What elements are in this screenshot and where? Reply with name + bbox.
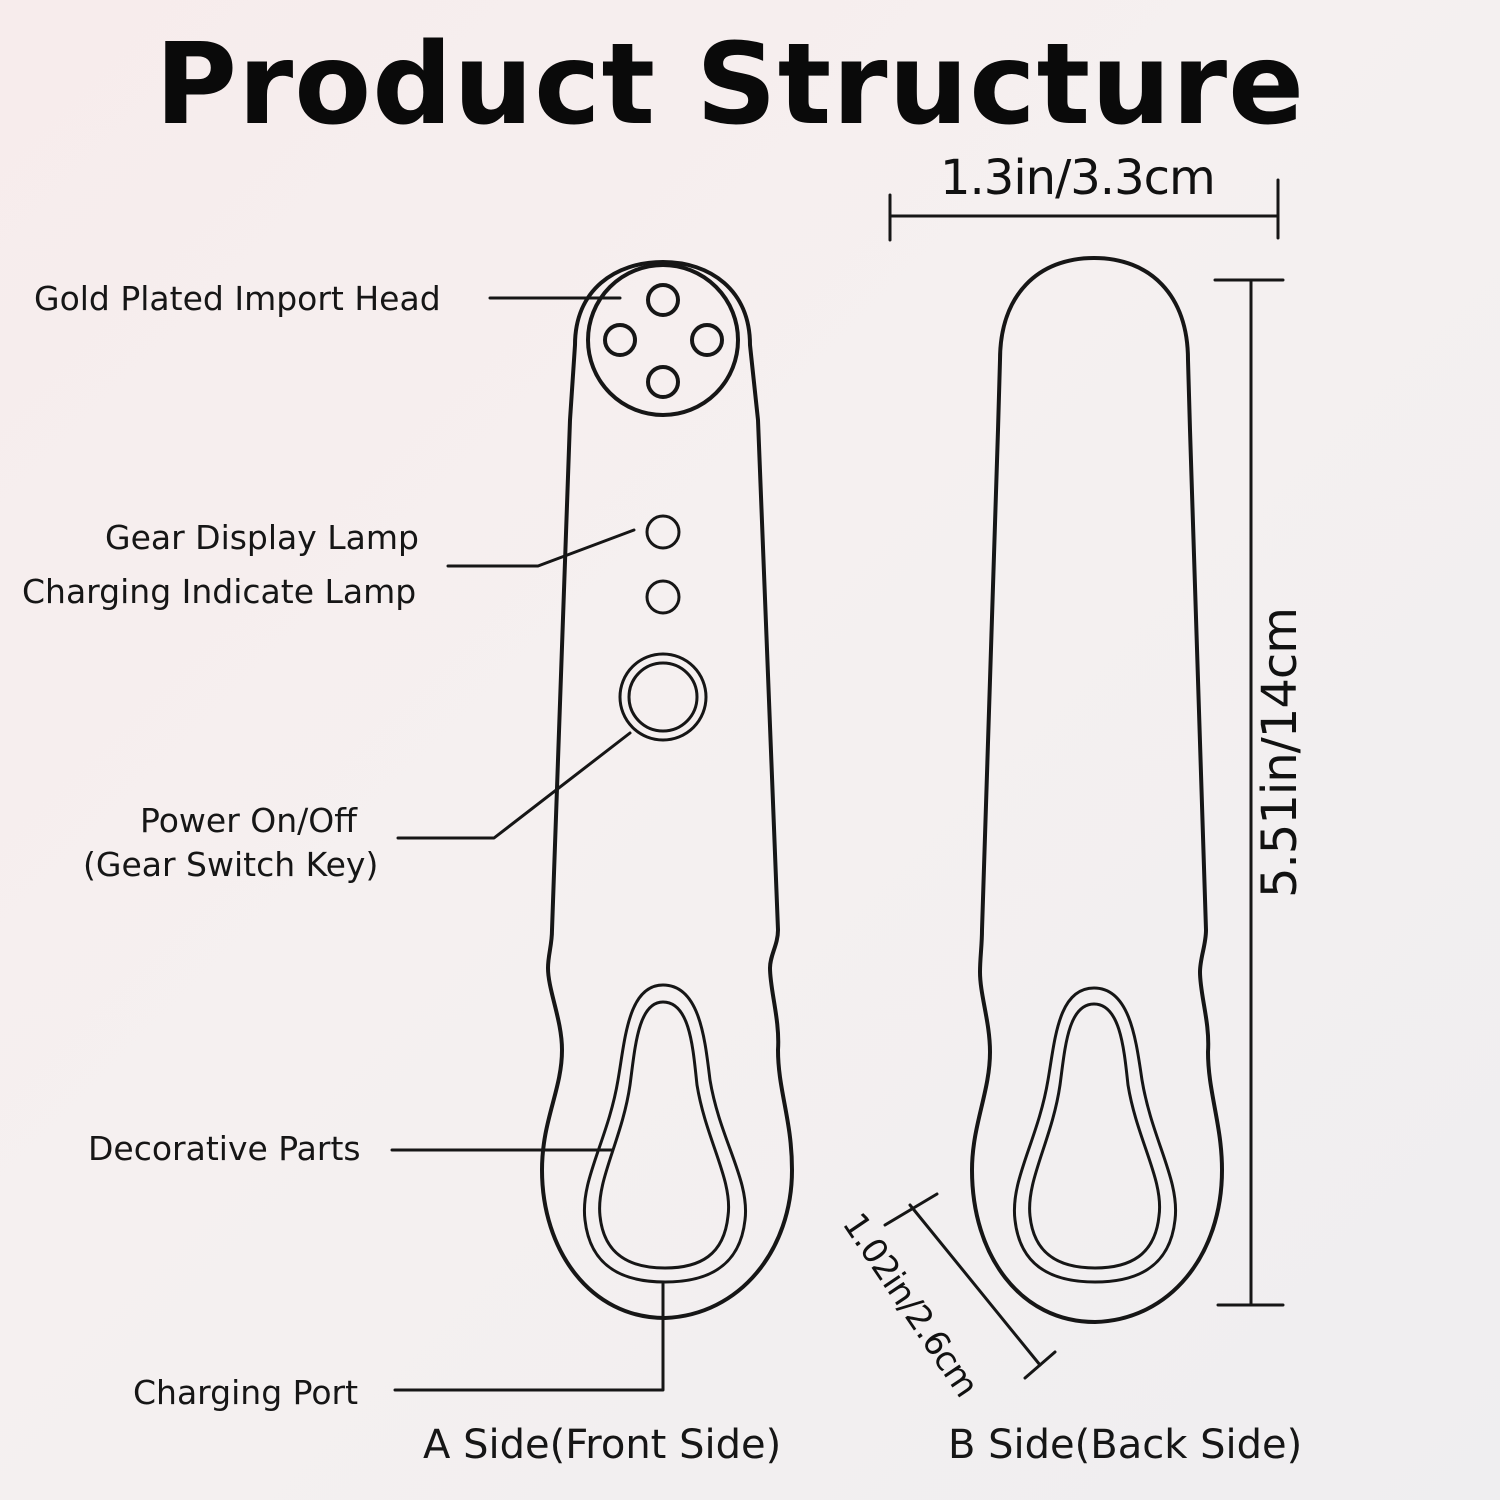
back-device-outline bbox=[970, 256, 1224, 1324]
front-device-outline bbox=[540, 260, 794, 1320]
power-button-outer bbox=[618, 652, 708, 742]
label-gear-display-lamp: Gear Display Lamp bbox=[105, 518, 419, 557]
gear-display-lamp bbox=[645, 514, 681, 550]
import-head-dot-top bbox=[646, 283, 680, 317]
front-decorative-outer bbox=[582, 983, 748, 1284]
label-charging-port: Charging Port bbox=[133, 1373, 359, 1412]
dimension-width: 1.3in/3.3cm bbox=[940, 150, 1216, 206]
label-gear-switch-key: (Gear Switch Key) bbox=[83, 845, 379, 884]
leader-lamps bbox=[446, 528, 636, 568]
caption-front-side: A Side(Front Side) bbox=[423, 1422, 782, 1468]
loop-dim-tick-bottom bbox=[1023, 1350, 1057, 1380]
loop-dim-tick-top bbox=[883, 1192, 939, 1227]
import-head-dot-right bbox=[690, 323, 724, 357]
label-power-on-off: Power On/Off bbox=[140, 801, 357, 840]
label-import-head: Gold Plated Import Head bbox=[34, 279, 441, 318]
label-decorative-parts: Decorative Parts bbox=[88, 1129, 361, 1168]
loop-dim-line bbox=[908, 1203, 1042, 1367]
dimension-length: 5.51in/14cm bbox=[1252, 607, 1308, 899]
import-head-dot-left bbox=[603, 323, 637, 357]
front-decorative-inner bbox=[598, 1000, 731, 1270]
page-title: Product Structure bbox=[154, 20, 1306, 150]
import-head bbox=[586, 263, 740, 417]
label-charging-indicate-lamp: Charging Indicate Lamp bbox=[22, 572, 417, 611]
power-button-inner bbox=[627, 661, 699, 733]
back-decorative-inner bbox=[1028, 1002, 1162, 1270]
back-decorative-outer bbox=[1012, 986, 1178, 1284]
charging-indicate-lamp bbox=[645, 579, 681, 615]
import-head-dot-bottom bbox=[646, 365, 680, 399]
leader-charging-port bbox=[393, 1282, 665, 1392]
caption-back-side: B Side(Back Side) bbox=[948, 1422, 1303, 1468]
leader-power bbox=[396, 731, 632, 840]
